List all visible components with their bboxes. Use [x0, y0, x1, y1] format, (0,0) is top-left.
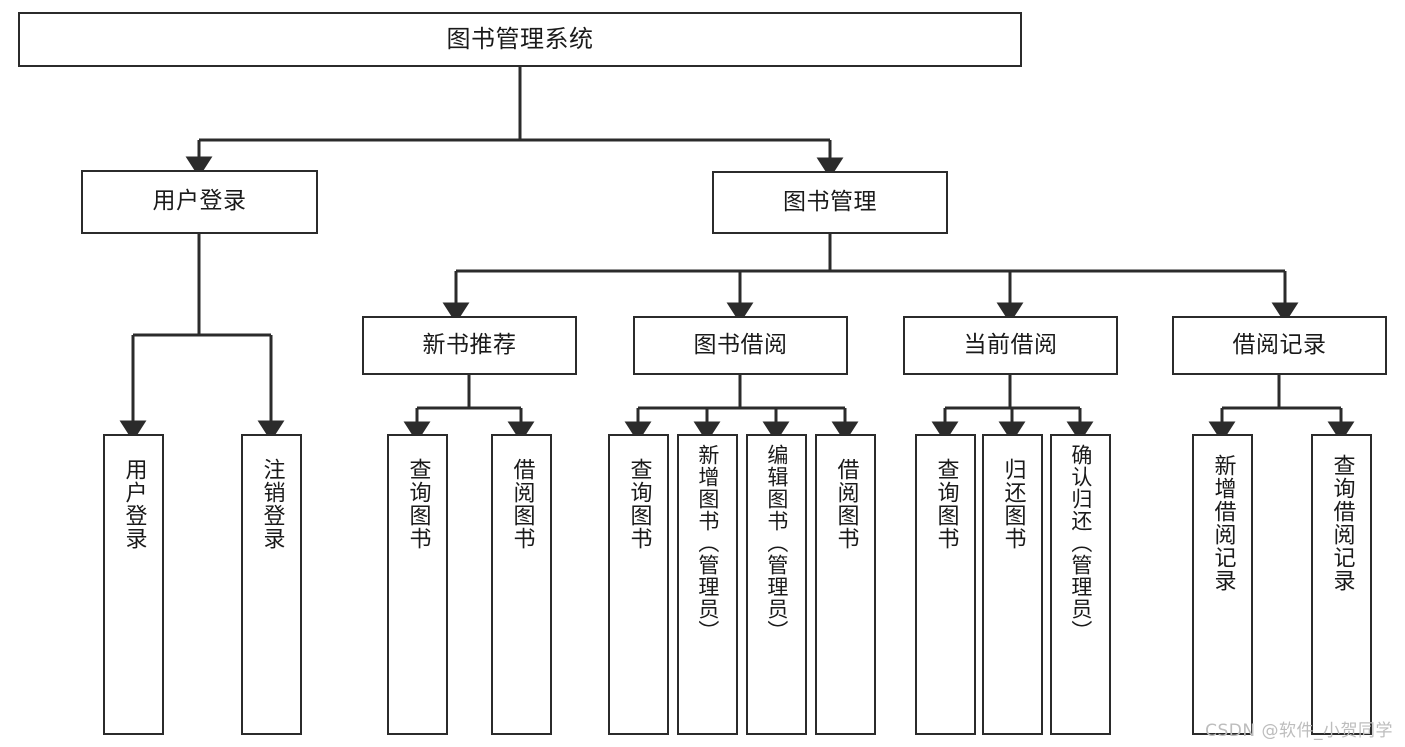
leaf-query-record[interactable]: 查询借阅记录	[1311, 434, 1372, 735]
node-borrow-record[interactable]: 借阅记录	[1172, 316, 1387, 375]
leaf-user-logout-label: 注销登录	[259, 458, 285, 550]
node-new-book-recommend-label: 新书推荐	[422, 331, 517, 358]
leaf-borrow-book-2-label: 借阅图书	[833, 458, 859, 550]
node-borrow-record-label: 借阅记录	[1232, 331, 1327, 358]
leaf-edit-book[interactable]: 编辑图书（管理员）	[746, 434, 807, 735]
leaf-query-record-label: 查询借阅记录	[1329, 454, 1355, 592]
node-root-label: 图书管理系统	[446, 25, 594, 54]
leaf-borrow-book-2[interactable]: 借阅图书	[815, 434, 876, 735]
leaf-query-book-1-label: 查询图书	[405, 458, 431, 550]
node-user-login[interactable]: 用户登录	[81, 170, 318, 234]
leaf-user-logout[interactable]: 注销登录	[241, 434, 302, 735]
leaf-borrow-book-1[interactable]: 借阅图书	[491, 434, 552, 735]
node-user-login-label: 用户登录	[152, 188, 247, 215]
leaf-add-book-label: 新增图书（管理员）	[695, 444, 720, 642]
node-current-borrow[interactable]: 当前借阅	[903, 316, 1118, 375]
node-book-borrow[interactable]: 图书借阅	[633, 316, 848, 375]
leaf-user-login-label: 用户登录	[121, 458, 147, 550]
leaf-add-book[interactable]: 新增图书（管理员）	[677, 434, 738, 735]
node-book-manage-label: 图书管理	[783, 188, 877, 215]
node-current-borrow-label: 当前借阅	[963, 331, 1058, 358]
leaf-edit-book-label: 编辑图书（管理员）	[764, 444, 789, 642]
leaf-query-book-2-label: 查询图书	[626, 458, 652, 550]
leaf-query-book-2[interactable]: 查询图书	[608, 434, 669, 735]
node-new-book-recommend[interactable]: 新书推荐	[362, 316, 577, 375]
leaf-add-record[interactable]: 新增借阅记录	[1192, 434, 1253, 735]
leaf-return-book-label: 归还图书	[1000, 458, 1026, 550]
leaf-query-book-3-label: 查询图书	[933, 458, 959, 550]
leaf-borrow-book-1-label: 借阅图书	[509, 458, 535, 550]
node-book-manage[interactable]: 图书管理	[712, 171, 948, 234]
leaf-confirm-return-label: 确认归还（管理员）	[1068, 444, 1093, 642]
leaf-add-record-label: 新增借阅记录	[1210, 454, 1236, 592]
leaf-query-book-3[interactable]: 查询图书	[915, 434, 976, 735]
node-root[interactable]: 图书管理系统	[18, 12, 1022, 67]
node-book-borrow-label: 图书借阅	[693, 331, 788, 358]
leaf-user-login[interactable]: 用户登录	[103, 434, 164, 735]
leaf-confirm-return[interactable]: 确认归还（管理员）	[1050, 434, 1111, 735]
leaf-query-book-1[interactable]: 查询图书	[387, 434, 448, 735]
leaf-return-book[interactable]: 归还图书	[982, 434, 1043, 735]
watermark: CSDN @软件_小贺同学	[1205, 721, 1393, 741]
